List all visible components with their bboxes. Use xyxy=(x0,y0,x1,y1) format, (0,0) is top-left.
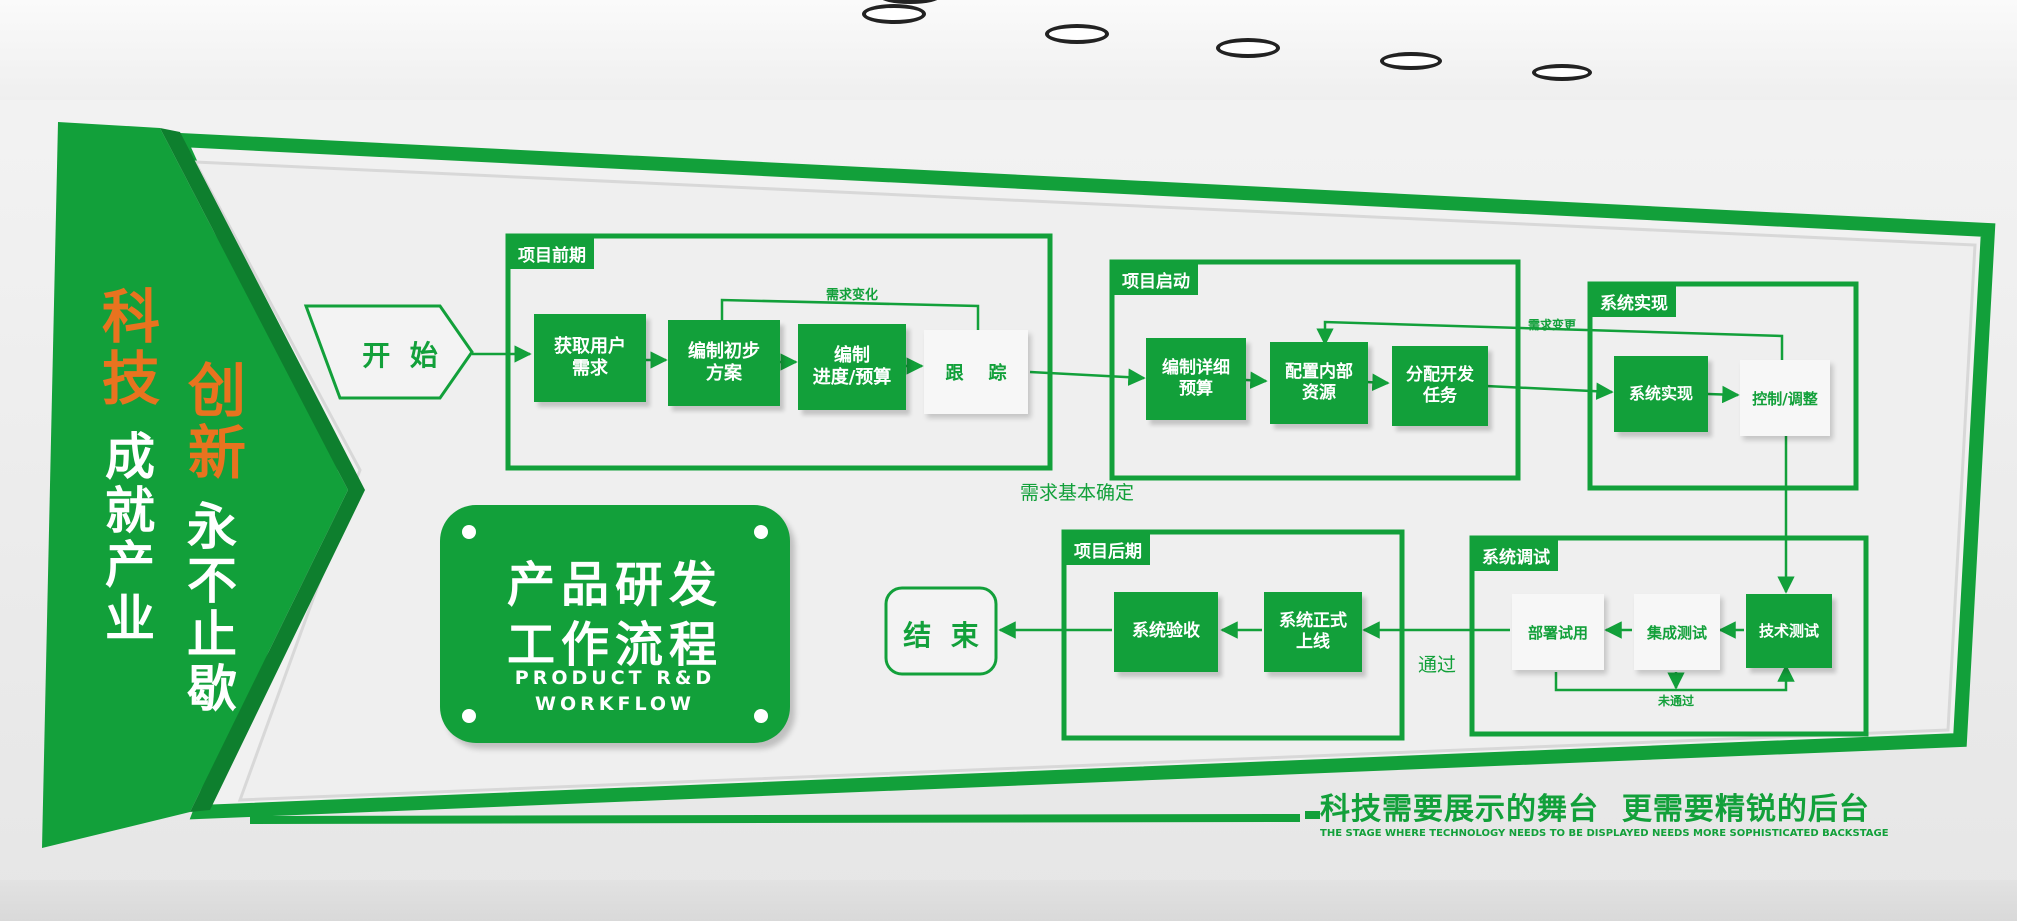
step-allocate-resources: 配置内部 资源 xyxy=(1270,342,1368,424)
end-label: 结 束 xyxy=(903,619,979,652)
start-shape xyxy=(303,304,474,400)
step-technical-test: 技术测试 xyxy=(1746,594,1832,668)
step-label: 跟 踪 xyxy=(945,363,1007,384)
group-frame-pre xyxy=(505,233,1053,471)
left-chevron-panel xyxy=(42,122,348,848)
loop-not-passed xyxy=(1554,664,1795,692)
step-schedule-budget: 编制 进度/预算 xyxy=(798,324,906,410)
step-label: 系统正式 上线 xyxy=(1279,610,1347,652)
step-label: 部署试用 xyxy=(1527,623,1588,642)
ceiling-light xyxy=(1216,38,1280,58)
group-frame-kickoff xyxy=(1109,259,1521,481)
end-shape xyxy=(884,586,998,676)
step-system-implementation: 系统实现 xyxy=(1614,356,1708,432)
note-passed: 通过 xyxy=(1418,654,1457,676)
slogan-col1-white: 成就产业 xyxy=(97,430,155,646)
bottom-rule xyxy=(249,814,1301,824)
step-get-requirements: 获取用户 需求 xyxy=(534,314,646,402)
title-cn-line1: 产品研发 xyxy=(506,557,723,613)
slogan-col1-orange: 科技 xyxy=(92,286,160,410)
step-deploy-trial: 部署试用 xyxy=(1512,594,1604,670)
title-cn-line2: 工作流程 xyxy=(506,617,723,673)
floor-edge xyxy=(0,880,2017,921)
ceiling-light xyxy=(862,4,926,24)
step-label: 配置内部 资源 xyxy=(1285,361,1353,403)
card-dot xyxy=(754,525,768,539)
step-label: 集成测试 xyxy=(1646,623,1707,642)
card-dot xyxy=(754,709,768,723)
step-label: 控制/调整 xyxy=(1752,389,1818,408)
note-demand-change: 需求变化 xyxy=(826,288,879,303)
loop-demand-change xyxy=(720,298,980,330)
group-title-kickoff: 项目启动 xyxy=(1114,264,1198,295)
group-frame-debug xyxy=(1469,535,1869,737)
step-label: 获取用户 需求 xyxy=(554,335,626,380)
ceiling-light xyxy=(1380,52,1442,70)
arrow-kick-1-2 xyxy=(1245,371,1268,389)
ceiling-light xyxy=(1045,24,1109,44)
note-requirements-confirmed: 需求基本确定 xyxy=(1020,482,1135,504)
step-label: 系统验收 xyxy=(1132,621,1200,642)
bottom-slogan-en: THE STAGE WHERE TECHNOLOGY NEEDS TO BE D… xyxy=(1320,828,1889,839)
card-dot xyxy=(462,525,476,539)
arrow-kick-2-3 xyxy=(1365,373,1390,392)
title-en-line1: PRODUCT R&D xyxy=(514,667,716,689)
step-control-adjust: 控制/调整 xyxy=(1740,360,1830,436)
step-tracking: 跟 踪 xyxy=(924,330,1028,414)
card-dot xyxy=(462,709,476,723)
step-draft-plan: 编制初步 方案 xyxy=(668,320,780,406)
group-frame-impl xyxy=(1587,281,1859,491)
group-title-debug: 系统调试 xyxy=(1474,540,1558,571)
step-label: 编制 进度/预算 xyxy=(812,344,892,389)
title-en-line2: WORKFLOW xyxy=(535,693,695,715)
loop-requirement-change xyxy=(1316,320,1784,360)
step-label: 技术测试 xyxy=(1758,621,1819,640)
step-assign-tasks: 分配开发 任务 xyxy=(1392,346,1488,426)
slogan-col2-white: 永不止歇 xyxy=(179,500,237,716)
slogan-col2-orange: 创新 xyxy=(178,360,246,484)
step-integration-test: 集成测试 xyxy=(1634,594,1720,670)
step-label: 编制初步 方案 xyxy=(688,340,760,385)
group-title-pre: 项目前期 xyxy=(510,238,594,269)
arrow-kick-to-impl xyxy=(1485,382,1614,400)
arrow-pre-to-kickoff xyxy=(1029,368,1146,386)
arrow-impl-1-2 xyxy=(1707,385,1740,404)
ceiling-light xyxy=(1532,64,1592,81)
group-title-impl: 系统实现 xyxy=(1592,286,1676,317)
group-frame-post xyxy=(1061,529,1405,741)
title-card: 产品研发 工作流程 PRODUCT R&D WORKFLOW xyxy=(440,505,790,743)
step-detailed-budget: 编制详细 预算 xyxy=(1146,338,1246,420)
step-go-live: 系统正式 上线 xyxy=(1264,592,1362,672)
note-requirement-change: 需求变更 xyxy=(1528,318,1577,332)
start-label: 开 始 xyxy=(362,339,438,372)
bottom-slogan-cn: 科技需要展示的舞台 更需要精锐的后台 xyxy=(1320,792,1870,827)
step-label: 分配开发 任务 xyxy=(1406,364,1474,406)
note-not-passed: 未通过 xyxy=(1658,694,1695,708)
step-label: 系统实现 xyxy=(1628,384,1693,403)
left-chevron-shadow xyxy=(160,128,365,812)
step-label: 编制详细 预算 xyxy=(1162,357,1230,399)
group-title-post: 项目后期 xyxy=(1066,534,1150,565)
ceiling xyxy=(0,0,2017,100)
step-acceptance: 系统验收 xyxy=(1114,592,1218,672)
